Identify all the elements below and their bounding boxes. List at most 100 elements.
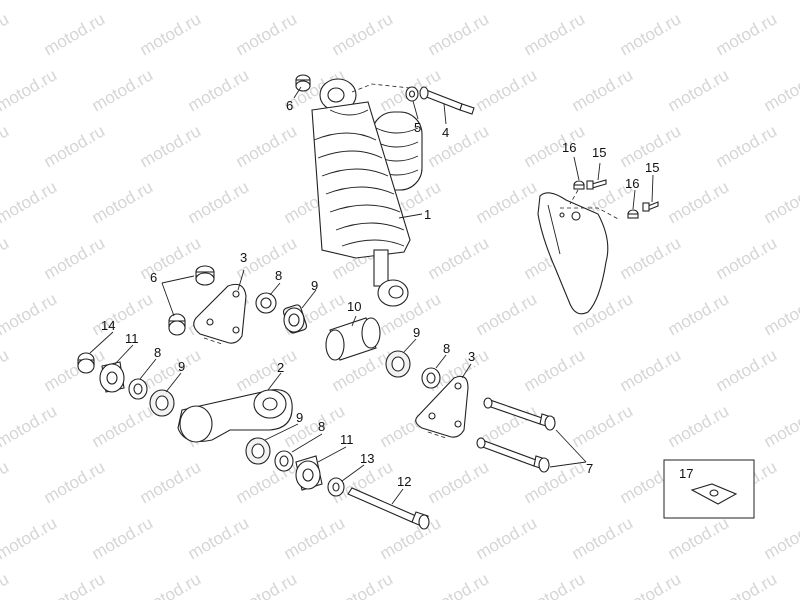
callout-11-left: 11 [125,331,139,346]
bolt-7-lower [476,437,550,473]
callout-2: 2 [277,360,284,375]
watermark-text: motod.ru [713,121,781,171]
watermark-text: motod.ru [185,513,253,563]
watermark-text: motod.ru [761,0,800,3]
watermark-text: motod.ru [41,457,109,507]
watermark-text: motod.ru [665,65,733,115]
plate-3-right [415,375,469,439]
callout-16-lower: 16 [625,176,639,191]
watermark-text: motod.ru [0,9,12,59]
watermark-text: motod.ru [329,9,397,59]
watermark-text: motod.ru [569,401,637,451]
watermark-text: motod.ru [185,65,253,115]
callout-9-lower: 9 [296,410,303,425]
watermark-text: motod.ru [521,345,589,395]
callout-6-top: 6 [286,98,293,113]
watermark-text: motod.ru [665,177,733,227]
watermark-text: motod.ru [665,289,733,339]
nut-6-upper [195,265,215,286]
washer-8-top [255,292,277,314]
watermark-text: motod.ru [89,177,157,227]
watermark-text: motod.ru [713,233,781,283]
watermark-text: motod.ru [89,513,157,563]
nut-6-top [295,74,311,92]
watermark-text: motod.ru [0,177,60,227]
plate-3-left [193,283,247,345]
watermark-text: motod.ru [0,289,60,339]
watermark-text: motod.ru [569,65,637,115]
watermark-text: motod.ru [617,345,685,395]
callout-8-lower: 8 [318,419,325,434]
watermark-text: motod.ru [473,289,541,339]
callout-9-right: 9 [413,325,420,340]
watermark-text: motod.ru [0,457,12,507]
callout-15-upper: 15 [592,145,606,160]
screw-15a [586,179,607,190]
callout-labels: 1 2 3 3 4 5 6 6 7 8 8 8 8 9 9 9 9 10 11 … [101,98,693,489]
watermark-text: motod.ru [617,9,685,59]
watermark-text: motod.ru [713,345,781,395]
callout-15-lower: 15 [645,160,659,175]
watermark-text: motod.ru [0,513,60,563]
shock-absorber [311,78,423,307]
watermark-text: motod.ru [713,9,781,59]
washer-8-middle [274,450,294,472]
callout-17: 17 [679,466,693,481]
watermark-text: motod.ru [233,9,301,59]
screw-15b [642,201,659,212]
nut-14 [77,352,95,374]
inset-box-17 [663,459,755,519]
watermark-text: motod.ru [137,9,205,59]
watermark-text: motod.ru [41,345,109,395]
watermark-text: motod.ru [137,569,205,600]
washer-5 [405,86,419,102]
watermark-text: motod.ru [713,569,781,600]
callout-9-left: 9 [178,359,185,374]
spacer-10 [325,317,381,361]
watermark-text: motod.ru [569,0,637,3]
callout-13: 13 [360,451,374,466]
watermark-text: motod.ru [233,121,301,171]
bolt-4 [419,86,475,115]
watermark-text: motod.ru [89,0,157,3]
callout-4: 4 [442,125,449,140]
link-2 [177,389,293,443]
callout-5: 5 [414,120,421,135]
watermark-text: motod.ru [521,9,589,59]
washer-8-right [421,367,441,389]
watermark-text: motod.ru [41,233,109,283]
washer-16a [573,180,585,190]
watermark-text: motod.ru [281,513,349,563]
watermark-text: motod.ru [41,9,109,59]
watermark-text: motod.ru [0,401,60,451]
callout-9-top: 9 [311,278,318,293]
bolt-12 [347,487,430,530]
callout-3-left: 3 [240,250,247,265]
guard-plate [537,189,621,315]
watermark-text: motod.ru [665,513,733,563]
watermark-text: motod.ru [41,569,109,600]
bearing-9-middle [245,437,271,465]
nut-6-lower [168,313,186,336]
washer-13 [327,477,345,497]
watermark-text: motod.ru [89,289,157,339]
watermark-text: motod.ru [0,121,12,171]
watermark-text: motod.ru [425,457,493,507]
callout-11-lower: 11 [340,432,354,447]
washer-8-left [128,378,148,400]
watermark-text: motod.ru [89,401,157,451]
watermark-text: motod.ru [761,513,800,563]
watermark-text: motod.ru [425,233,493,283]
watermark-text: motod.ru [425,569,493,600]
watermark-text: motod.ru [665,401,733,451]
watermark-text: motod.ru [329,569,397,600]
watermark-text: motod.ru [761,401,800,451]
watermark-text: motod.ru [89,65,157,115]
leader-lines [89,86,654,505]
watermark-text: motod.ru [0,569,12,600]
watermark-text: motod.ru [0,0,60,3]
callout-3-right: 3 [468,349,475,364]
watermark-text: motod.ru [233,569,301,600]
watermark-text: motod.ru [281,0,349,3]
